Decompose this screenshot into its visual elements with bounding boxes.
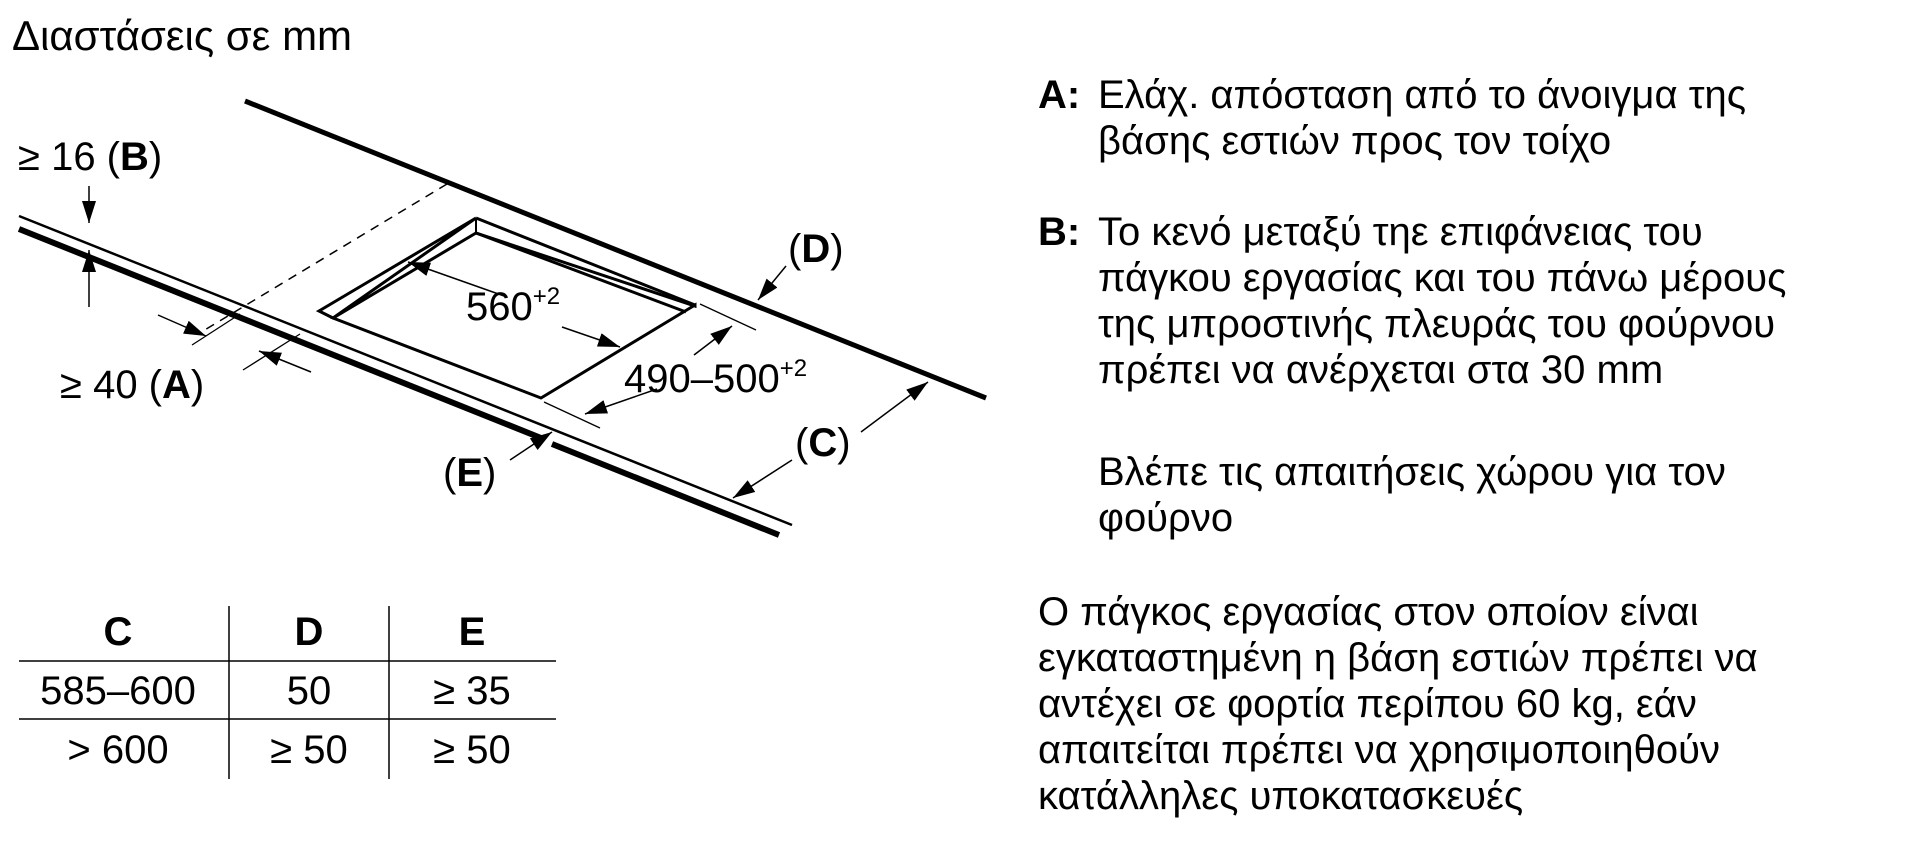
dashed-guide [197,183,448,335]
note-a-label: A: [1038,73,1081,117]
text-line: πρέπει να ανέρχεται στα 30 mm [1098,348,1664,392]
c-arrow-1 [860,381,929,433]
note-a-text: Ελάχ. απόσταση από το άνοιγμα της βάσης … [1098,72,1746,164]
counter-front-edge [17,226,543,441]
text-line: Το κενό μεταξύ τηε επιφάνειας του [1098,210,1703,254]
width-arrow-1 [407,261,508,298]
cutout-inner-2 [475,231,687,314]
d-label: (D) [788,227,844,271]
width-dimension-label: 560+2 [466,283,560,329]
text-line: πάγκου εργασίας και του πάνω μέρους [1098,256,1787,300]
depth-ext-1 [699,303,757,331]
table-cell: > 600 [67,728,168,772]
c-arrow-2 [732,459,793,499]
table-cell: 585–600 [40,669,196,713]
depth-arrow-1 [693,325,733,356]
a-arrow-2 [258,350,312,373]
cutout-inner [475,216,696,307]
table-header: D [295,610,324,654]
counter-front-edge-2 [550,441,781,538]
depth-dimension-label: 490–500+2 [624,355,807,401]
counter-top-edge [18,214,793,527]
footer-note: Ο πάγκος εργασίας στον οποίον είναι εγκα… [1038,589,1758,819]
e-label: (E) [443,451,496,495]
text-line: εγκαταστημένη η βάση εστιών πρέπει να [1038,636,1758,680]
text-line: Βλέπε τις απαιτήσεις χώρου για τον [1098,450,1726,494]
table-header: E [459,610,486,654]
note-b-text: Το κενό μεταξύ τηε επιφάνειας του πάγκου… [1098,209,1786,393]
a-dimension-label: ≥ 40 (A) [60,363,204,407]
page-title: Διαστάσεις σε mm [12,12,352,59]
width-arrow-2 [561,326,621,348]
e-arrow [509,431,553,461]
a-ext-1 [191,313,241,346]
table-cell: ≥ 35 [433,669,511,713]
c-label: (C) [795,421,851,465]
note-b-extra: Βλέπε τις απαιτήσεις χώρου για τον φούρν… [1098,449,1726,541]
text-line: απαιτείται πρέπει να χρησιμοποιηθούν [1038,728,1720,772]
depth-arrow-2 [584,388,658,415]
a-arrow-1 [157,314,207,337]
table-cell: ≥ 50 [433,728,511,772]
text-line: κατάλληλες υποκατασκευές [1038,774,1524,818]
depth-ext-2 [543,401,601,429]
table-header: C [104,610,133,654]
text-line: βάσης εστιών προς τον τοίχο [1098,119,1612,163]
text-line: φούρνο [1098,496,1234,540]
b-dimension-label: ≥ 16 (B) [18,135,162,179]
wall-line [244,98,987,401]
d-arrow [757,265,787,301]
text-line: αντέχει σε φορτία περίπου 60 kg, εάν [1038,682,1697,726]
table-cell: 50 [287,669,332,713]
cutout-outline [315,216,697,400]
text-line: Ο πάγκος εργασίας στον οποίον είναι [1038,590,1699,634]
table-cell: ≥ 50 [270,728,348,772]
text-line: της μπροστινής πλευράς του φούρνου [1098,302,1776,346]
text-line: Ελάχ. απόσταση από το άνοιγμα της [1098,73,1747,117]
note-b-label: B: [1038,210,1081,254]
clearance-table: C D E 585–600 50 ≥ 35 > 600 ≥ 50 ≥ 50 [19,606,556,779]
